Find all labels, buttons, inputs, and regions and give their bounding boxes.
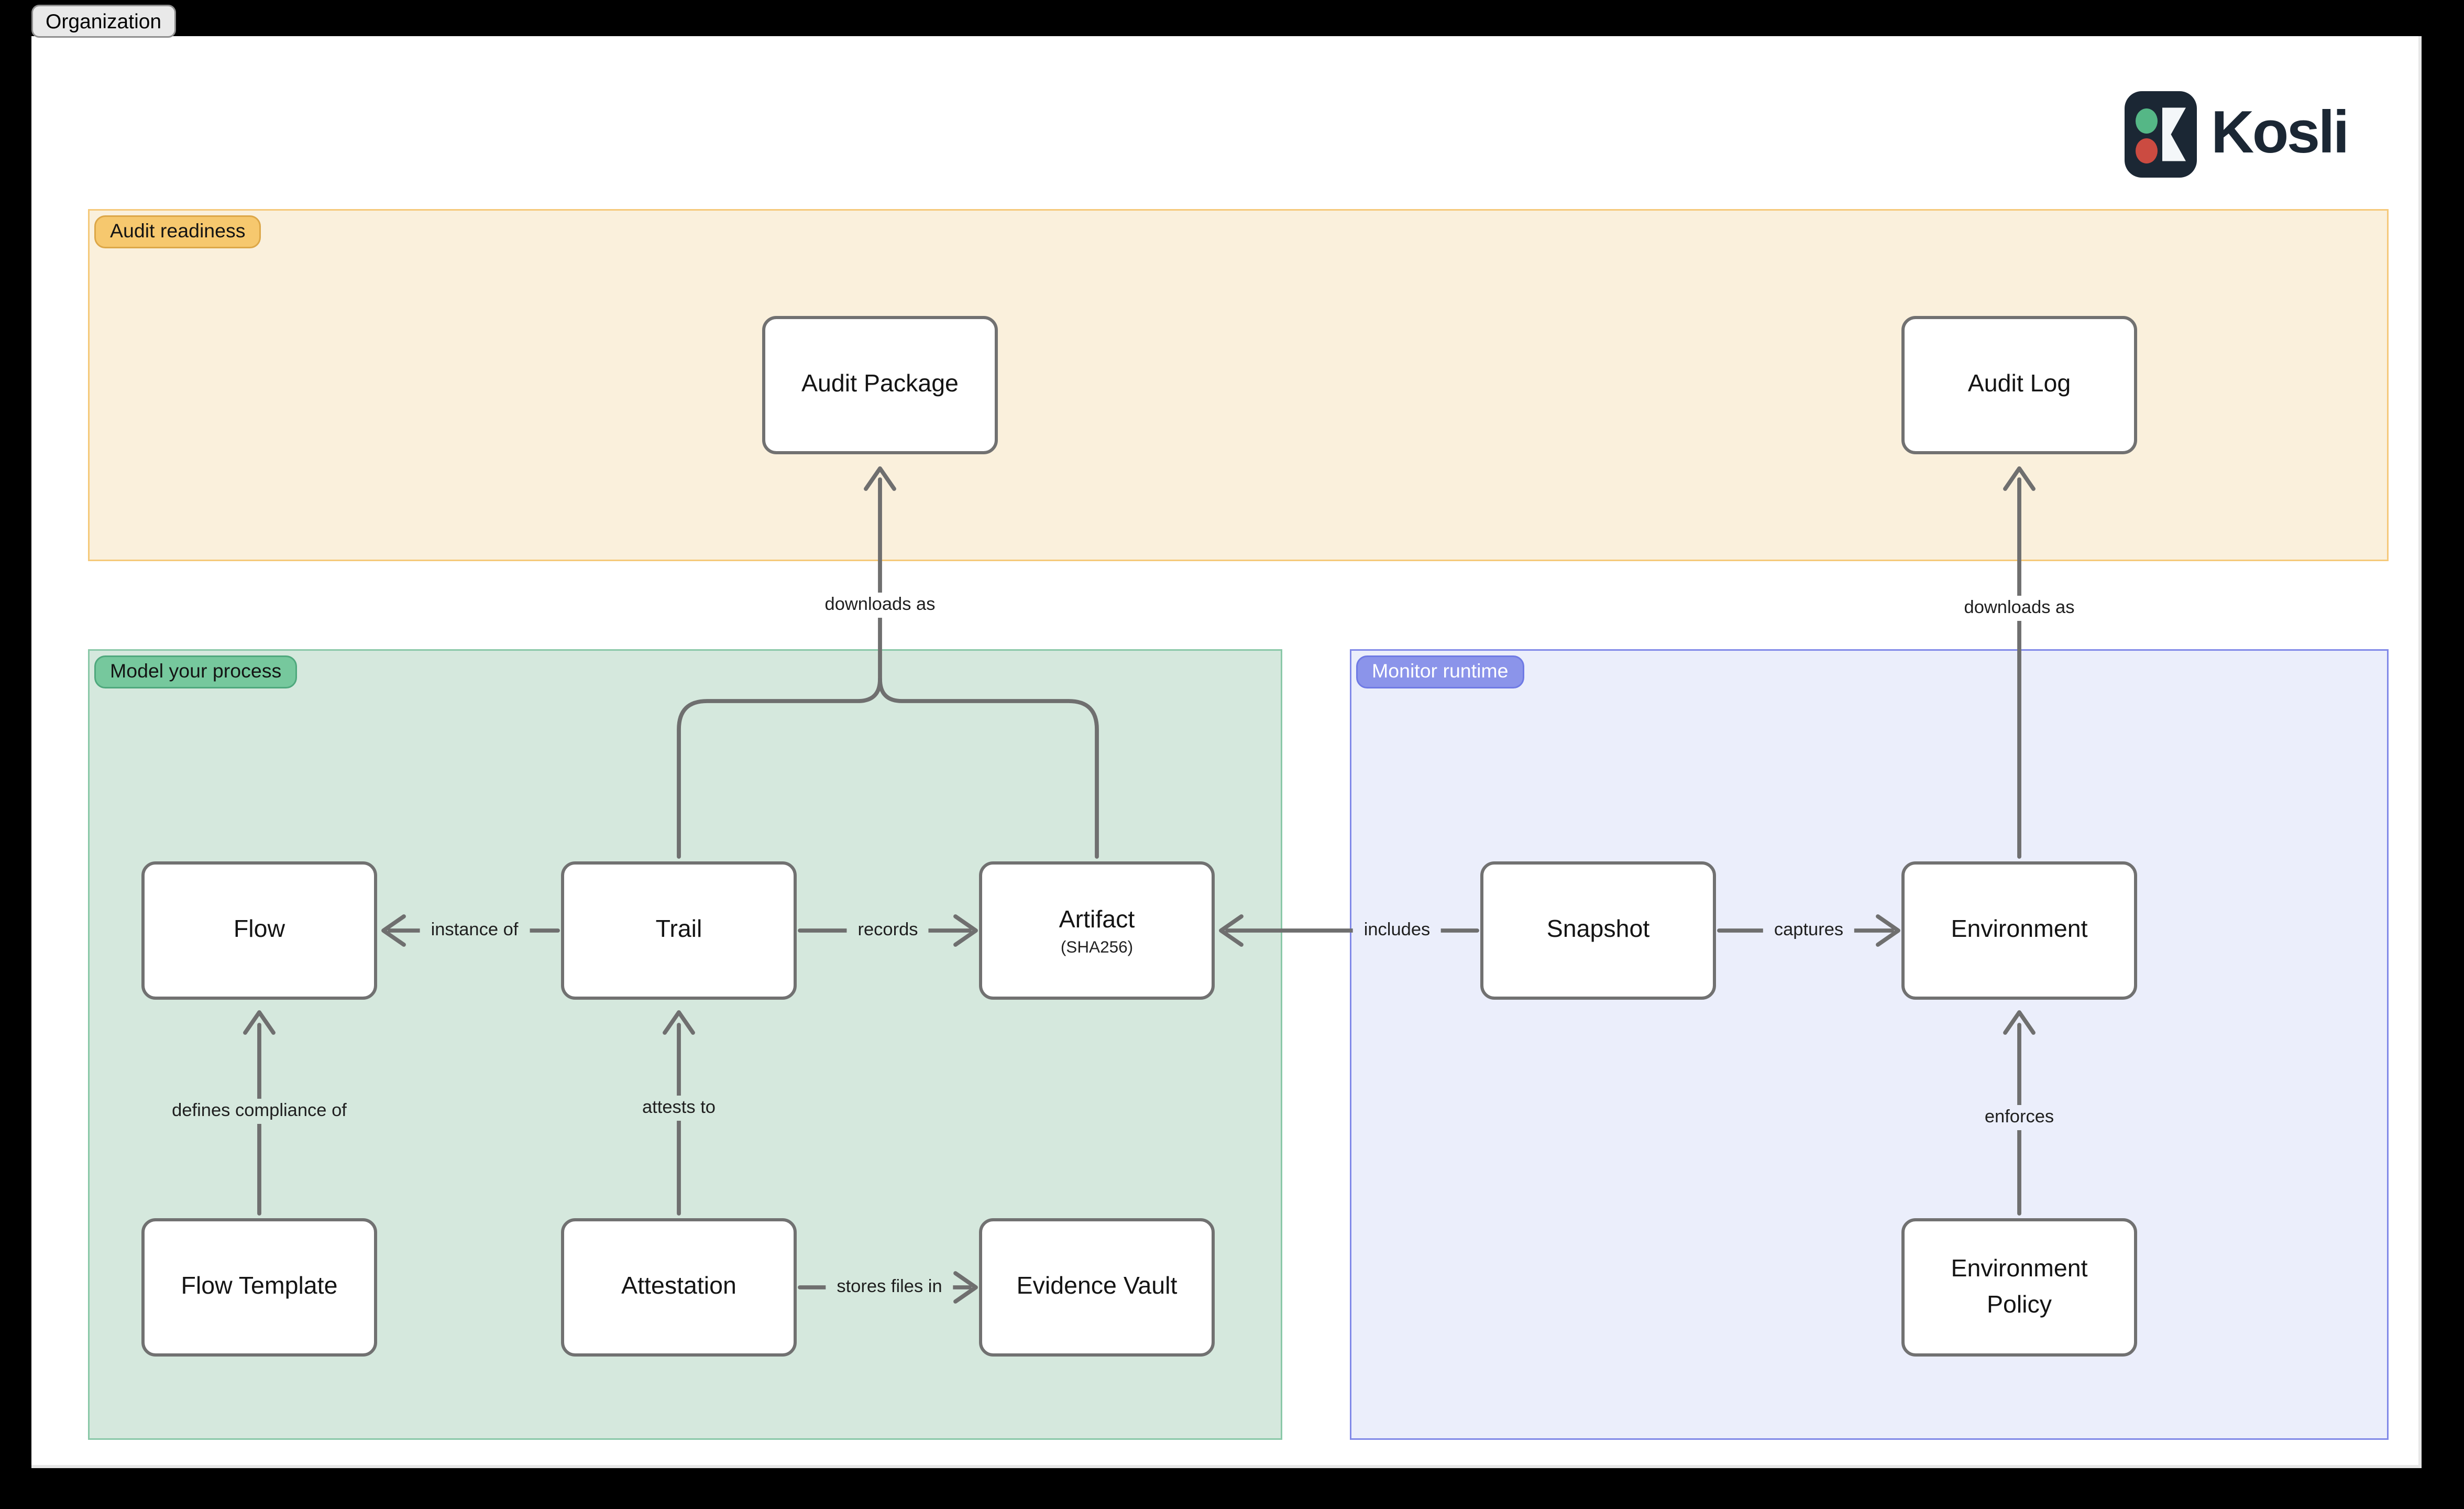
edge-label-records: records bbox=[846, 918, 929, 943]
region-label-monitor-runtime: Monitor runtime bbox=[1356, 655, 1524, 688]
edge-trail-to-audit-package bbox=[677, 677, 882, 859]
node-environment: Environment bbox=[1901, 861, 2137, 1000]
arrowhead-up-flow bbox=[243, 1010, 276, 1035]
node-artifact-sublabel: (SHA256) bbox=[1060, 938, 1134, 957]
node-flow-template: Flow Template bbox=[141, 1218, 377, 1357]
region-label-audit-readiness: Audit readiness bbox=[94, 215, 261, 248]
node-trail-label: Trail bbox=[655, 917, 702, 944]
edge-artifact-to-audit-package bbox=[878, 677, 1099, 859]
region-label-model-your-process: Model your process bbox=[94, 655, 298, 688]
arrowhead-up-trail bbox=[663, 1010, 695, 1035]
edge-label-stores-files-in: stores files in bbox=[826, 1275, 953, 1300]
node-environment-policy-label: Environment Policy bbox=[1951, 1255, 2088, 1319]
edge-label-attests-to: attests to bbox=[631, 1096, 727, 1121]
logomark-green-dot-icon bbox=[2136, 108, 2158, 134]
edge-label-downloads-as-right: downloads as bbox=[1953, 596, 2086, 621]
edge-label-downloads-as-left: downloads as bbox=[813, 593, 947, 618]
kosli-wordmark: Kosli bbox=[2211, 101, 2349, 167]
node-audit-log-label: Audit Log bbox=[1967, 371, 2071, 399]
edge-label-enforces: enforces bbox=[1973, 1105, 2065, 1130]
node-audit-log: Audit Log bbox=[1901, 316, 2137, 454]
logomark-k-glyph-icon bbox=[2162, 107, 2186, 161]
node-snapshot: Snapshot bbox=[1480, 861, 1716, 1000]
edge-label-captures: captures bbox=[1763, 918, 1855, 943]
arrowhead-up-audit-log bbox=[2003, 466, 2036, 491]
arrowhead-up-environment bbox=[2003, 1010, 2036, 1035]
node-artifact: Artifact (SHA256) bbox=[979, 861, 1215, 1000]
arrowhead-right-artifact bbox=[953, 914, 978, 947]
organization-tab[interactable]: Organization bbox=[31, 5, 176, 38]
node-attestation: Attestation bbox=[561, 1218, 797, 1357]
kosli-logomark-icon bbox=[2125, 91, 2197, 178]
edge-label-includes: includes bbox=[1352, 918, 1442, 943]
node-snapshot-label: Snapshot bbox=[1546, 917, 1650, 944]
arrowhead-up-audit-package bbox=[864, 466, 896, 491]
arrowhead-left-artifact bbox=[1219, 914, 1244, 947]
region-monitor-runtime: Monitor runtime bbox=[1350, 649, 2389, 1440]
logomark-red-dot-icon bbox=[2136, 138, 2158, 163]
node-evidence-vault: Evidence Vault bbox=[979, 1218, 1215, 1357]
edge-label-defines-compliance-of: defines compliance of bbox=[161, 1099, 358, 1124]
node-flow-template-label: Flow Template bbox=[181, 1274, 338, 1301]
node-environment-policy: Environment Policy bbox=[1901, 1218, 2137, 1357]
node-flow: Flow bbox=[141, 861, 377, 1000]
node-flow-label: Flow bbox=[233, 917, 285, 944]
arrowhead-right-evidence-vault bbox=[953, 1271, 978, 1304]
node-audit-package-label: Audit Package bbox=[801, 371, 959, 399]
node-audit-package: Audit Package bbox=[762, 316, 998, 454]
node-attestation-label: Attestation bbox=[621, 1274, 736, 1301]
edge-label-instance-of: instance of bbox=[420, 918, 530, 943]
node-environment-label: Environment bbox=[1951, 917, 2088, 944]
node-evidence-vault-label: Evidence Vault bbox=[1016, 1274, 1178, 1301]
arrowhead-right-environment bbox=[1876, 914, 1900, 947]
arrowhead-left-flow bbox=[381, 914, 406, 947]
kosli-logo: Kosli bbox=[2125, 91, 2349, 178]
node-artifact-label: Artifact bbox=[1059, 906, 1135, 933]
node-trail: Trail bbox=[561, 861, 797, 1000]
